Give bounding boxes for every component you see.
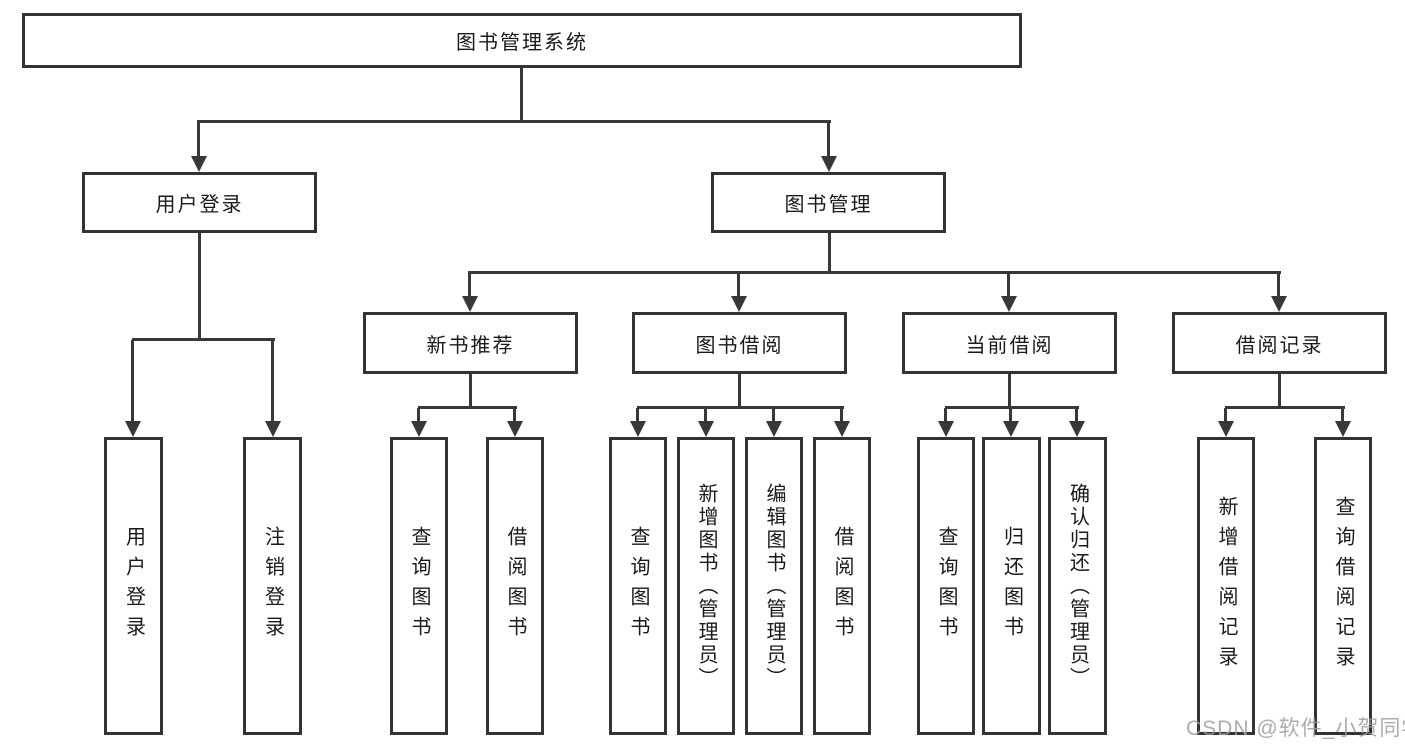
leaf-add-borrow-record: 新增借阅记录 [1197, 437, 1255, 735]
connector-line [132, 338, 275, 341]
leaf-borrow-book: 借阅图书 [813, 437, 871, 735]
node-label: 图书借阅 [695, 334, 784, 357]
connector-line [418, 406, 517, 409]
leaf-label: 新增借阅记录 [1215, 496, 1237, 676]
arrow-down-icon [938, 408, 954, 437]
arrow-down-icon [462, 273, 478, 312]
connector-line [1278, 373, 1281, 409]
leaf-user-login: 用户登录 [104, 437, 163, 735]
leaf-label: 注销登录 [261, 526, 284, 646]
node-label: 当前借阅 [965, 334, 1054, 357]
connector-line [198, 233, 201, 340]
leaf-edit-book-admin: 编辑图书（管理员） [745, 437, 803, 735]
leaf-query-book-borrow: 查询图书 [609, 437, 667, 735]
connector-line [738, 373, 741, 409]
node-book-borrow: 图书借阅 [632, 312, 847, 374]
arrow-down-icon [1001, 273, 1017, 312]
leaf-label: 查询图书 [935, 526, 957, 646]
arrow-down-icon [630, 408, 646, 437]
leaf-return-book: 归还图书 [982, 437, 1041, 735]
leaf-query-borrow-record: 查询借阅记录 [1314, 437, 1372, 735]
leaf-query-book-recommend: 查询图书 [390, 437, 448, 735]
arrow-down-icon [265, 340, 281, 437]
leaf-label: 查询借阅记录 [1332, 496, 1354, 676]
arrow-down-icon [1335, 408, 1351, 437]
arrow-down-icon [191, 120, 207, 172]
leaf-label: 归还图书 [1000, 526, 1023, 646]
node-new-book-recommend: 新书推荐 [363, 312, 578, 374]
arrow-down-icon [698, 408, 714, 437]
node-library-management-system: 图书管理系统 [22, 13, 1022, 68]
connector-line [198, 120, 831, 123]
arrow-down-icon [821, 120, 837, 172]
arrow-down-icon [1271, 273, 1287, 312]
node-book-management: 图书管理 [711, 172, 946, 233]
leaf-label: 查询图书 [627, 526, 649, 646]
leaf-label: 编辑图书（管理员） [763, 482, 785, 690]
connector-line [520, 66, 523, 122]
leaf-label: 借阅图书 [831, 526, 853, 646]
csdn-watermark: CSDN @软件_小贺同学 [1186, 717, 1405, 740]
node-label: 图书管理 [784, 194, 873, 216]
arrow-down-icon [507, 408, 523, 437]
connector-line [469, 373, 472, 409]
arrow-down-icon [125, 340, 141, 437]
arrow-down-icon [834, 408, 850, 437]
leaf-confirm-return-admin: 确认归还（管理员） [1048, 437, 1107, 735]
leaf-label: 用户登录 [122, 526, 145, 646]
leaf-query-book-current: 查询图书 [917, 437, 975, 735]
leaf-add-book-admin: 新增图书（管理员） [677, 437, 735, 735]
arrow-down-icon [411, 408, 427, 437]
connector-line [945, 406, 1079, 409]
node-label: 用户登录 [155, 194, 244, 216]
leaf-borrow-book-recommend: 借阅图书 [486, 437, 544, 735]
connector-line [828, 233, 831, 274]
node-label: 借阅记录 [1235, 334, 1324, 357]
node-current-borrow: 当前借阅 [902, 312, 1117, 374]
connector-line [468, 271, 1281, 274]
connector-line [637, 406, 844, 409]
leaf-label: 新增图书（管理员） [695, 482, 717, 690]
leaf-logout: 注销登录 [243, 437, 302, 735]
node-label: 图书管理系统 [456, 32, 588, 54]
arrow-down-icon [1218, 408, 1234, 437]
connector-line [1225, 406, 1345, 409]
leaf-label: 查询图书 [408, 526, 430, 646]
arrow-down-icon [766, 408, 782, 437]
arrow-down-icon [1069, 408, 1085, 437]
connector-line [1008, 373, 1011, 409]
arrow-down-icon [731, 273, 747, 312]
leaf-label: 借阅图书 [504, 526, 526, 646]
node-borrow-record: 借阅记录 [1172, 312, 1387, 374]
node-label: 新书推荐 [426, 334, 515, 357]
leaf-label: 确认归还（管理员） [1066, 482, 1089, 690]
node-user-login: 用户登录 [82, 172, 317, 233]
arrow-down-icon [1003, 408, 1019, 437]
